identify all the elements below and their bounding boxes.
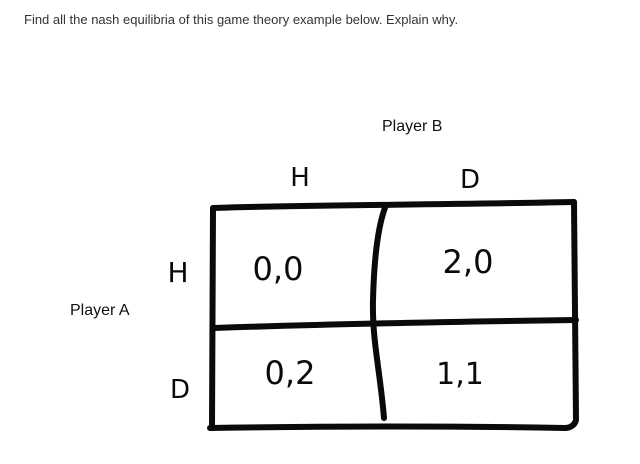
player-a-label: Player A	[70, 302, 130, 319]
column-strategy-h: H	[290, 163, 310, 193]
row-strategy-h: H	[167, 256, 188, 289]
player-b-label: Player B	[382, 118, 443, 135]
payoff-dd: 1,1	[436, 357, 484, 392]
matrix-grid	[207, 199, 579, 431]
row-strategy-d: D	[170, 375, 190, 405]
payoff-hd: 2,0	[443, 243, 494, 281]
payoff-dh: 0,2	[265, 354, 316, 392]
column-strategy-d: D	[460, 165, 480, 195]
payoff-hh: 0,0	[253, 250, 304, 288]
question-text: Find all the nash equilibria of this gam…	[24, 12, 459, 27]
